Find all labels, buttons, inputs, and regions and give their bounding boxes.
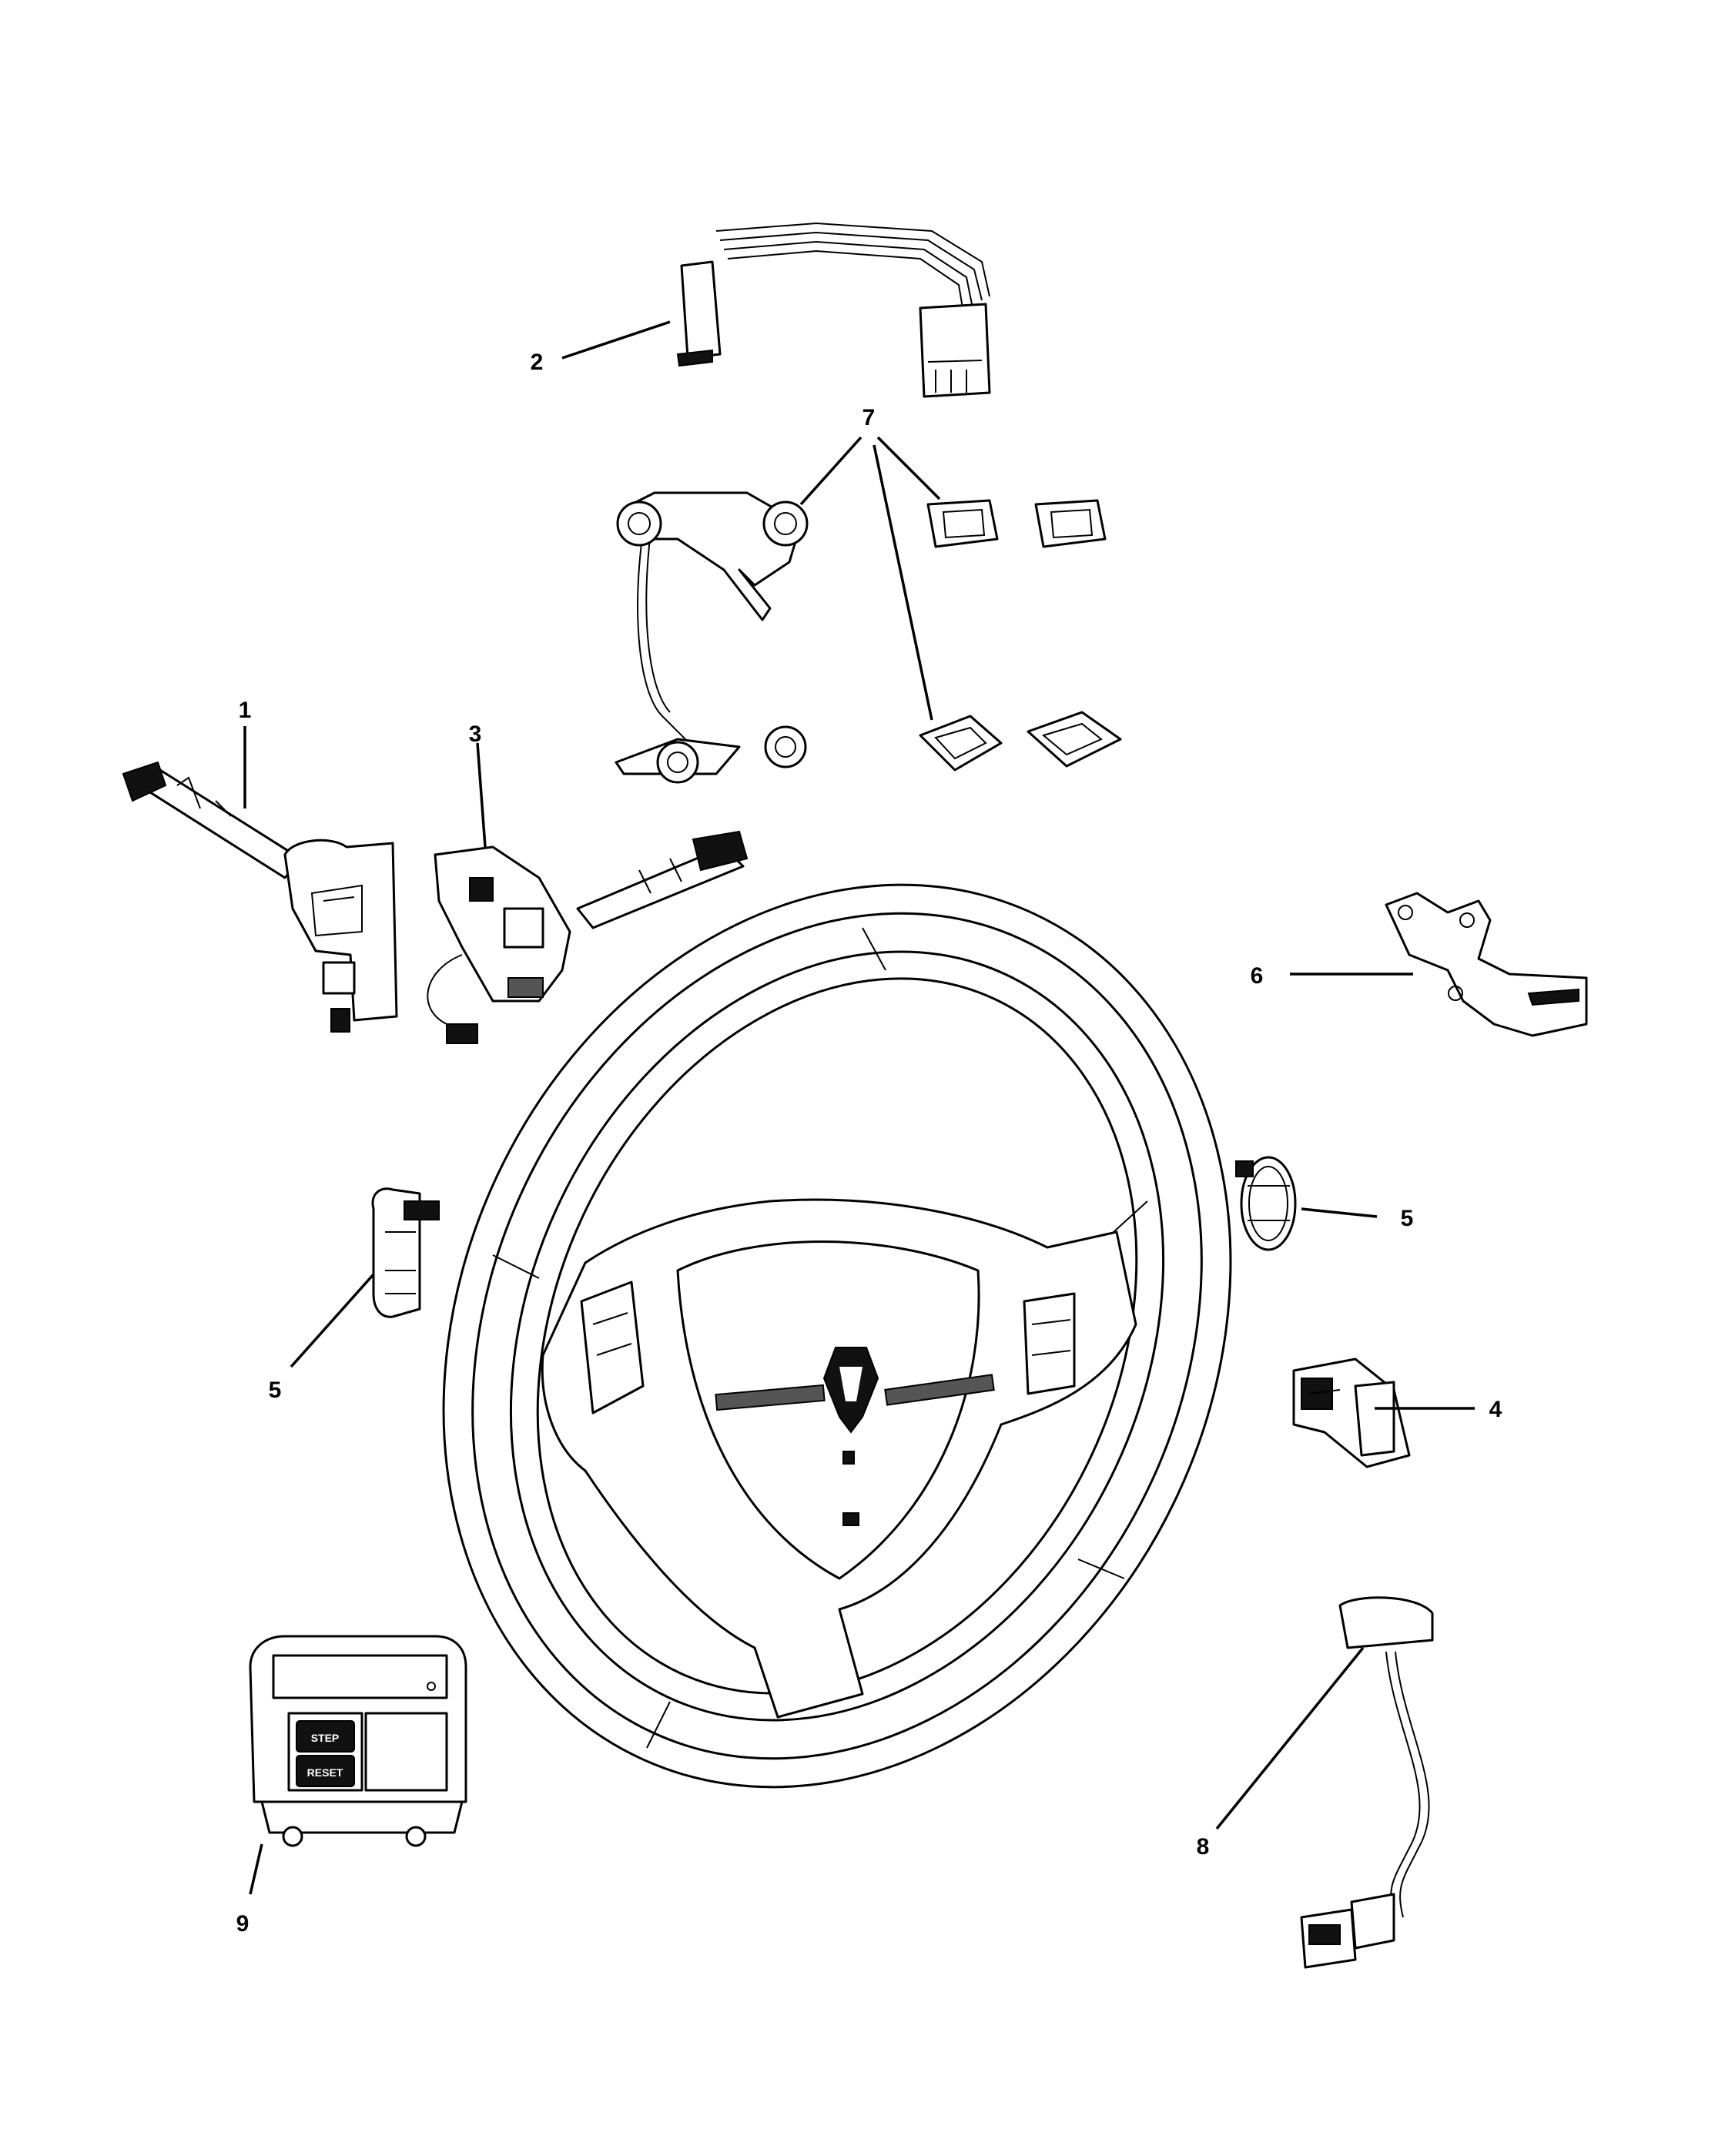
callout-4: 4 bbox=[1489, 1397, 1502, 1422]
switch-bracket bbox=[615, 491, 809, 784]
cruise-button-top-label: STEP bbox=[311, 1732, 340, 1744]
steering-wheel-switch-6 bbox=[1385, 892, 1588, 1037]
leader-lines bbox=[243, 320, 1475, 1895]
callout-labels: 1 2 3 4 5 5 6 7 8 9 bbox=[236, 350, 1502, 1937]
steering-wheel-switch-5-left bbox=[371, 1187, 440, 1318]
wiring-harness-8 bbox=[1300, 1596, 1434, 1969]
callout-6: 6 bbox=[1251, 963, 1264, 989]
cruise-control-module: STEP RESET bbox=[249, 1635, 467, 1847]
switch-connector-group bbox=[919, 499, 1122, 772]
callout-7: 7 bbox=[862, 405, 876, 430]
switch-connector-4 bbox=[1292, 1358, 1411, 1468]
callout-9: 9 bbox=[236, 1911, 250, 1937]
cruise-button-bottom-label: RESET bbox=[307, 1766, 343, 1779]
multifunction-switch-right bbox=[427, 830, 749, 1044]
steering-wheel bbox=[442, 883, 1232, 1789]
callout-5-left: 5 bbox=[269, 1378, 282, 1403]
callout-1: 1 bbox=[239, 698, 252, 723]
callout-5-right: 5 bbox=[1401, 1206, 1414, 1231]
callout-8: 8 bbox=[1197, 1834, 1210, 1860]
callout-2: 2 bbox=[531, 350, 544, 375]
steering-wheel-switch-5-right bbox=[1235, 1156, 1297, 1251]
callout-3: 3 bbox=[469, 721, 482, 747]
clockspring-harness bbox=[676, 222, 991, 398]
multifunction-switch-left bbox=[122, 761, 398, 1033]
